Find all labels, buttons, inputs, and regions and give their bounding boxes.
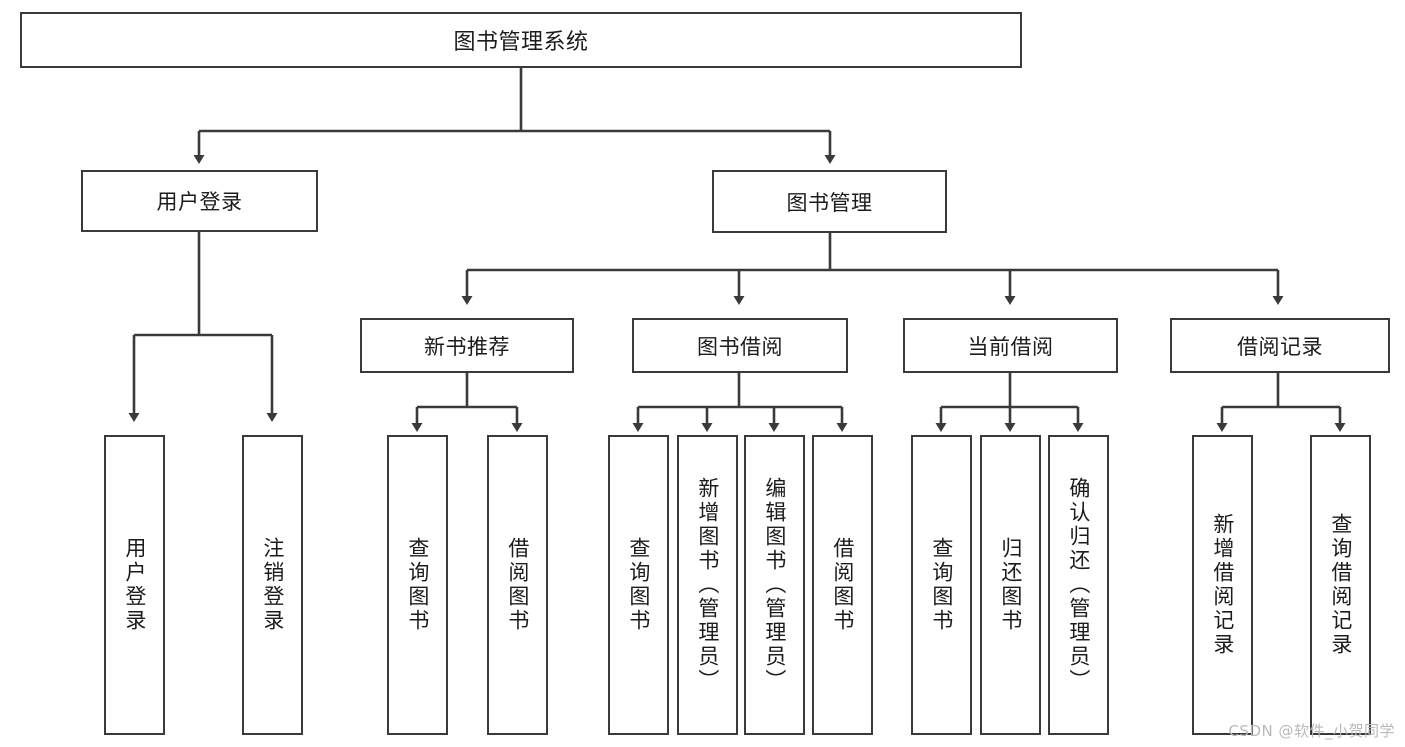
node-leaf-add-book[interactable]: 新增图书（管理员） [677,435,738,735]
node-leaf-edit-book-label: 编辑图书（管理员） [762,477,787,693]
node-leaf-user-login-label: 用户登录 [122,537,147,633]
node-leaf-query-record-label: 查询借阅记录 [1328,513,1353,657]
node-leaf-confirm-return[interactable]: 确认归还（管理员） [1048,435,1109,735]
node-leaf-query-book-1-label: 查询图书 [405,537,430,633]
node-leaf-logout-login[interactable]: 注销登录 [242,435,303,735]
node-leaf-confirm-return-label: 确认归还（管理员） [1066,477,1091,693]
node-leaf-add-record[interactable]: 新增借阅记录 [1192,435,1253,735]
node-current-borrow-label: 当前借阅 [967,334,1054,359]
node-leaf-borrow-book-1[interactable]: 借阅图书 [487,435,548,735]
node-new-book-recommend-label: 新书推荐 [424,334,510,359]
node-user-login-label: 用户登录 [156,190,243,214]
node-book-manage-label: 图书管理 [786,190,873,215]
node-leaf-query-book-2[interactable]: 查询图书 [608,435,669,735]
node-leaf-add-record-label: 新增借阅记录 [1210,513,1235,657]
node-leaf-borrow-book-2-label: 借阅图书 [830,537,855,633]
node-current-borrow[interactable]: 当前借阅 [903,318,1118,373]
watermark-text: CSDN @软件_小贺同学 [1228,722,1395,740]
node-leaf-query-record[interactable]: 查询借阅记录 [1310,435,1371,735]
node-leaf-borrow-book-2[interactable]: 借阅图书 [812,435,873,735]
node-leaf-logout-login-label: 注销登录 [260,537,285,633]
node-book-manage[interactable]: 图书管理 [712,170,947,233]
node-book-borrow-label: 图书借阅 [697,334,783,359]
node-borrow-record[interactable]: 借阅记录 [1170,318,1390,373]
node-leaf-query-book-3-label: 查询图书 [929,537,954,633]
node-borrow-record-label: 借阅记录 [1237,334,1323,359]
node-leaf-return-book[interactable]: 归还图书 [980,435,1041,735]
node-leaf-edit-book[interactable]: 编辑图书（管理员） [744,435,805,735]
node-leaf-query-book-2-label: 查询图书 [626,537,651,633]
node-root-label: 图书管理系统 [453,30,589,55]
node-leaf-query-book-3[interactable]: 查询图书 [911,435,972,735]
node-leaf-user-login[interactable]: 用户登录 [104,435,165,735]
node-book-borrow[interactable]: 图书借阅 [632,318,848,373]
node-root[interactable]: 图书管理系统 [20,12,1022,68]
node-leaf-borrow-book-1-label: 借阅图书 [505,537,530,633]
node-leaf-query-book-1[interactable]: 查询图书 [387,435,448,735]
node-leaf-add-book-label: 新增图书（管理员） [695,477,720,693]
node-leaf-return-book-label: 归还图书 [998,537,1023,633]
node-new-book-recommend[interactable]: 新书推荐 [360,318,574,373]
node-user-login[interactable]: 用户登录 [81,170,318,232]
